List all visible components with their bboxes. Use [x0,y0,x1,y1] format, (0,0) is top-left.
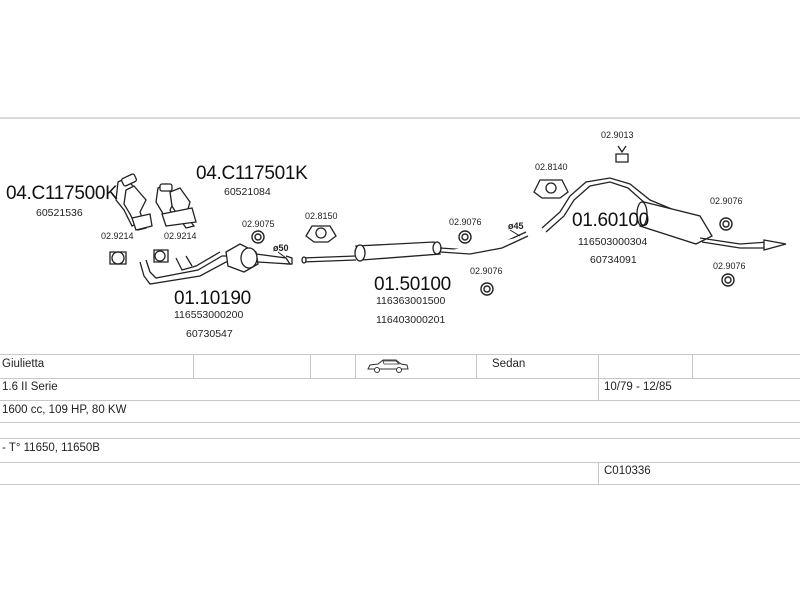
table-line-top [0,354,800,355]
table-vline-8 [692,354,693,378]
table-vline-2 [310,354,311,378]
rear-silencer-code: 01.60100 [572,210,649,231]
fitting-label-f4: 02.8150 [305,211,338,221]
manifold-left-ref: 60521536 [36,207,83,219]
fitting-label-f7: 02.8140 [535,162,568,172]
hanger-02-8150-drawing [305,225,337,243]
clamp-02-9013-drawing [615,145,629,163]
manifold-right-drawing [155,183,197,229]
fitting-02-9075-drawing [251,230,265,244]
front-pipe-code: 01.10190 [174,288,251,309]
front-pipe-drawing [139,243,293,285]
table-vline-5 [598,378,599,400]
fitting-gaskets-front [109,249,169,265]
table-vline-7 [598,354,599,378]
table-line-5 [0,462,800,463]
car-sedan-icon [367,359,409,373]
centre-silencer-ref-2: 116403000201 [376,314,446,326]
vehicle-model: Giulietta [2,358,45,370]
fitting-label-f9: 02.9076 [710,196,743,206]
table-vline-1 [193,354,194,378]
manifold-right-code: 04.C117501K [196,163,308,184]
table-line-bottom [0,484,800,485]
table-vline-4 [476,354,477,378]
table-vline-6 [598,462,599,484]
vehicle-note: - T° 11650, 11650B [2,442,100,454]
fitting-02-9076-right-upper-drawing [719,217,733,231]
table-line-4 [0,438,800,439]
fitting-label-f5: 02.9076 [449,217,482,227]
vehicle-period: 10/79 - 12/85 [604,381,672,393]
diameter-arrows [277,229,521,259]
diameter-label-mid: ø45 [508,221,524,231]
fitting-02-9076-right-lower-drawing [721,273,735,287]
fitting-02-9076-mid-drawing [458,230,472,244]
table-line-3 [0,422,800,423]
manifold-right-ref: 60521084 [224,186,271,198]
diameter-label-front: ø50 [273,243,289,253]
rear-silencer-ref-1: 116503000304 [578,236,648,248]
catalog-code: C010336 [604,465,651,477]
fitting-label-f10: 02.9076 [713,261,746,271]
fitting-label-f2: 02.9214 [164,231,197,241]
table-line-2 [0,400,800,401]
vehicle-engine: 1600 cc, 109 HP, 80 KW [2,404,127,416]
table-vline-3 [355,354,356,378]
rear-silencer-ref-2: 60734091 [590,254,637,266]
fitting-02-9076-lower-drawing [480,282,494,296]
manifold-left-drawing [115,173,153,231]
centre-silencer-code: 01.50100 [374,274,451,295]
table-line-1 [0,378,800,379]
vehicle-body: Sedan [492,358,526,370]
fitting-label-f6: 02.9076 [470,266,503,276]
manifold-left-code: 04.C117500K [6,183,118,204]
front-pipe-ref-1: 116553000200 [174,309,244,321]
hanger-02-8140-drawing [533,179,569,199]
centre-silencer-ref-1: 116363001500 [376,295,446,307]
vehicle-series: 1.6 II Serie [2,381,58,393]
rear-silencer-drawing [541,177,787,251]
centre-silencer-drawing [301,231,529,264]
fitting-label-f3: 02.9075 [242,219,275,229]
fitting-label-f1: 02.9214 [101,231,134,241]
front-pipe-ref-2: 60730547 [186,328,233,340]
fitting-label-f8: 02.9013 [601,130,634,140]
